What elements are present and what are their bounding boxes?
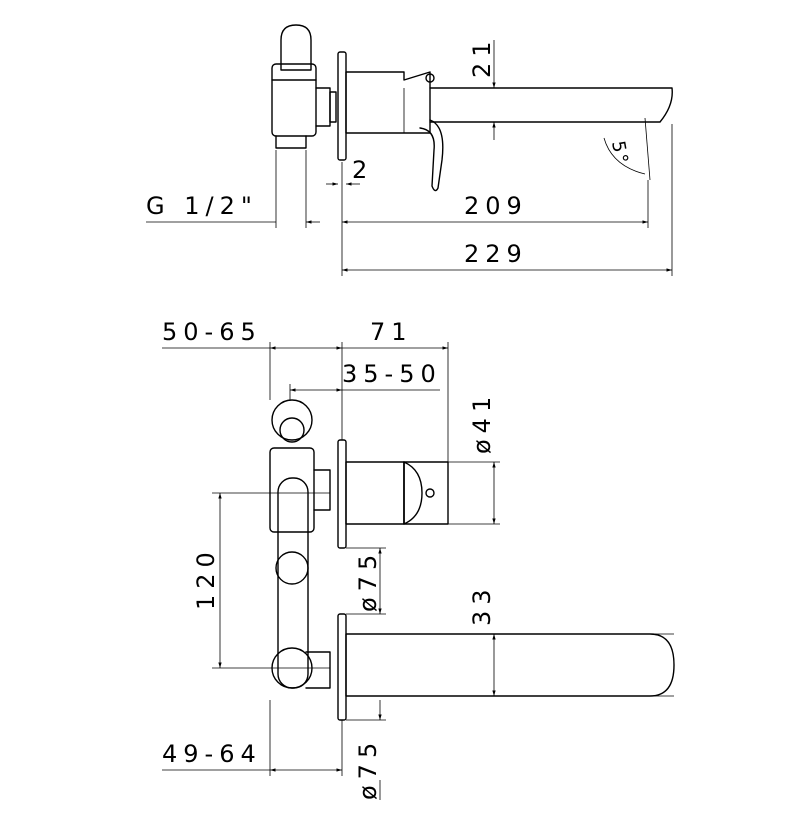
dim-centers-label: 120 <box>192 546 220 610</box>
dim-wall-top-label: 50-65 <box>162 318 262 346</box>
dim-rosette-upper-label: ø75 <box>354 549 382 612</box>
plan-view: 50-65 71 35-50 ø41 120 ø75 33 <box>162 318 675 800</box>
dim-rosette-lower-label: ø75 <box>354 737 382 800</box>
dim-wall-bottom-label: 49-64 <box>162 740 262 768</box>
dim-body-label: 71 <box>370 318 413 346</box>
dim-spout-label: 33 <box>468 583 496 626</box>
thread-label: G 1/2" <box>146 192 258 220</box>
dim-gap-label: 2 <box>352 156 373 184</box>
dim-height-label: 21 <box>468 35 496 78</box>
dim-angle-label: 5° <box>607 139 632 167</box>
dim-length-label: 229 <box>464 240 528 268</box>
dim-body-depth-label: 35-50 <box>342 360 442 388</box>
dim-reach-label: 209 <box>464 192 528 220</box>
dim-handle-dia-label: ø41 <box>468 391 496 454</box>
side-view: 21 2 G 1/2" 209 229 5° <box>146 24 673 276</box>
